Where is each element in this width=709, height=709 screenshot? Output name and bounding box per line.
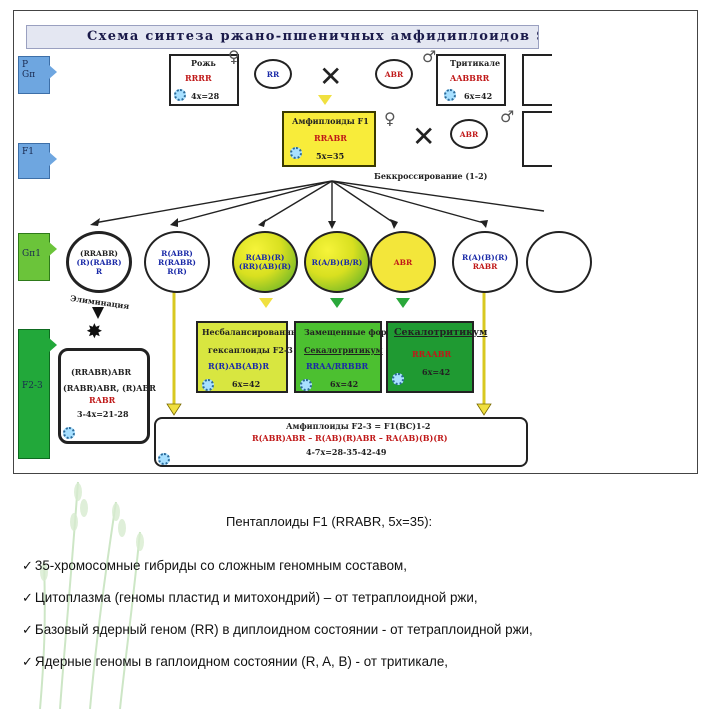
gamete-circle-5: ABR <box>370 231 436 293</box>
check-icon: ✓ <box>22 559 33 574</box>
rye-gamete-circle: RR <box>254 59 292 89</box>
male-symbol-icon: ♂ <box>500 107 515 126</box>
backcross-gamete-circle: ABR <box>450 119 488 149</box>
rye-parent-box: Рожь RRRR 4x=28 <box>169 54 239 106</box>
arrow-down-icon <box>318 95 332 105</box>
amphiploid-f23-box: Амфиплоиды F2-3 = F1(BC)1-2 R(ABR)ABR – … <box>154 417 528 467</box>
pentaploids-heading: Пентаплоиды F1 (RRABR, 5x=35): <box>226 514 433 529</box>
cytoplasm-icon <box>444 89 456 101</box>
cytoplasm-icon <box>174 89 186 101</box>
diagram-title-bar: Схема синтеза ржано-пшеничных амфидиплои… <box>26 25 539 49</box>
gamete-circle-1: (RRABR) (R)(RABR) R <box>66 231 132 293</box>
arrow-down-icon <box>259 298 273 308</box>
gamete-circle-7-cut <box>526 231 592 293</box>
gamete-circle-6: R(A)(B)(R) RABR <box>452 231 518 293</box>
stage-p: P Gп <box>18 56 57 94</box>
elimination-arrow-icon <box>92 307 104 319</box>
gamete-circle-2: R(ABR) R(RABR) R(R) <box>144 231 210 293</box>
check-icon: ✓ <box>22 623 33 638</box>
gamete-circle-3: R(AB)(R) (RR)(AB)(R) <box>232 231 298 293</box>
explosion-icon: ✸ <box>86 319 103 343</box>
diagram-panel: Схема синтеза ржано-пшеничных амфидиплои… <box>13 10 698 474</box>
check-icon: ✓ <box>22 655 33 670</box>
backcross-label: Беккроссирование (1-2) <box>374 171 488 181</box>
cytoplasm-icon <box>63 427 75 439</box>
check-icon: ✓ <box>22 591 33 606</box>
fan-arrows <box>90 180 545 416</box>
triticale-parent-box: Тритикале AABBRR 6x=42 <box>436 54 506 106</box>
unbalanced-hexaploids-box: Несбалансированные гексаплоиды F2-3 R(R)… <box>196 321 304 393</box>
substituted-forms-box: Замещенные формы Секалотритикум RRAA/RRB… <box>294 321 401 393</box>
stage-f23: F2-3 <box>18 329 57 459</box>
cut-off-box <box>522 54 552 106</box>
cross-icon: ✕ <box>319 60 343 93</box>
female-symbol-icon: ♀ <box>384 109 396 128</box>
cytoplasm-icon <box>290 147 302 159</box>
arrow-down-icon <box>330 298 344 308</box>
cytoplasm-icon <box>158 453 170 465</box>
stage-f1: F1 <box>18 143 57 179</box>
wheat-background-illustration <box>39 481 144 709</box>
gamete-circle-4: R(A/B)(B/R) <box>304 231 370 293</box>
diagram-title: Схема синтеза ржано-пшеничных амфидиплои… <box>87 29 538 44</box>
arrow-down-icon <box>396 298 410 308</box>
female-symbol-icon: ♀ <box>228 47 240 66</box>
f1-amphiploid-box: Амфиплоиды F1 RRABR 5x=35 <box>282 111 376 167</box>
cytoplasm-icon <box>300 379 312 391</box>
bullet-item: ✓Ядерные геномы в гаплоидном состоянии (… <box>22 654 448 670</box>
unstable-gametes-box: (RRABR)ABR (RABR)ABR, (R)ABR RABR 3-4x=2… <box>58 348 156 444</box>
stage-gp1: Gп1 <box>18 233 57 281</box>
bullet-item: ✓Цитоплазма (геномы пластид и митохондри… <box>22 590 478 606</box>
bullet-item: ✓35-хромосомные гибриды со сложным геном… <box>22 558 407 574</box>
cut-off-box <box>522 111 552 167</box>
cytoplasm-icon <box>392 373 404 385</box>
triticale-gamete-circle: ABR <box>375 59 413 89</box>
cytoplasm-icon <box>202 379 214 391</box>
male-symbol-icon: ♂ <box>422 47 437 66</box>
secalotriticum-box: Секалотритикум RRAABR 6x=42 <box>386 321 487 393</box>
bullet-item: ✓Базовый ядерный геном (RR) в диплоидном… <box>22 622 533 638</box>
cross-icon: ✕ <box>412 120 436 153</box>
